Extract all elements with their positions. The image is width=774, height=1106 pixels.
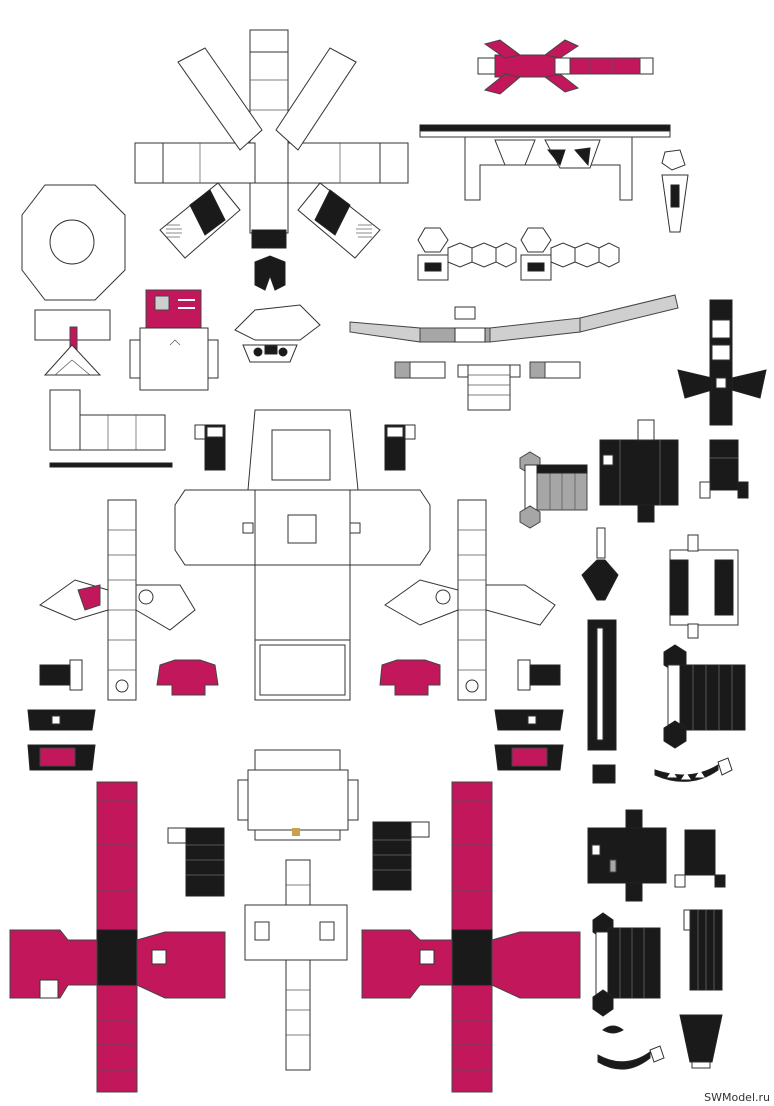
black-bolt-right <box>517 659 561 691</box>
step-strip-piece <box>49 389 173 468</box>
black-tall-block-2 <box>674 829 726 888</box>
black-magenta-panel-left <box>27 744 96 771</box>
magenta-stand-piece <box>34 309 111 376</box>
lower-box-piece <box>237 749 359 841</box>
black-spool-piece-2 <box>592 912 661 1017</box>
black-funnel-piece <box>679 1014 723 1069</box>
grey-long-bar <box>349 294 679 343</box>
black-small-block-right <box>384 424 416 471</box>
tall-black-column <box>587 619 617 784</box>
mouth-grill-piece <box>234 304 321 363</box>
black-magenta-panel-right <box>494 744 564 771</box>
black-box-piece-2 <box>587 809 667 902</box>
small-plug-right <box>529 361 581 379</box>
grey-ribbed-roller <box>519 451 588 529</box>
white-leg-cross <box>244 859 348 1071</box>
magenta-shirt-piece-right <box>379 659 441 696</box>
black-barrel-piece <box>663 644 746 749</box>
black-cross-piece <box>677 299 767 426</box>
magenta-leg-cross-left <box>9 781 226 1093</box>
teeth-strip-piece-2 <box>597 1045 665 1070</box>
teeth-strip-piece-1 <box>654 757 733 782</box>
octagon-piece <box>21 184 126 301</box>
black-step-block-left <box>167 827 225 897</box>
hex-chain-left <box>417 227 517 281</box>
left-arm-piece <box>38 499 196 701</box>
small-black-bracket <box>254 255 286 291</box>
black-ribbed-plate <box>683 909 723 991</box>
right-arm-piece <box>384 499 556 701</box>
watermark-text: SWModel.ru <box>704 1091 770 1104</box>
vent-lines-left <box>166 224 182 238</box>
magenta-shirt-piece-left <box>156 659 219 696</box>
small-black-tooth <box>602 1025 624 1034</box>
small-cone-piece <box>661 149 689 233</box>
box-with-magenta-top <box>129 289 219 391</box>
vent-lines-right <box>356 224 372 238</box>
magenta-leg-cross-right <box>361 781 581 1093</box>
hub-star-piece <box>134 29 409 259</box>
magenta-bar-piece <box>477 39 654 95</box>
black-spike-piece <box>581 527 619 601</box>
black-spool-piece-1 <box>669 534 739 639</box>
black-tall-block-1 <box>699 439 749 499</box>
black-panel-right <box>494 709 564 731</box>
black-bolt-left <box>39 659 83 691</box>
black-box-piece-1 <box>599 419 679 523</box>
ribbed-cylinder-piece <box>457 364 521 411</box>
body-cross-piece <box>174 409 431 701</box>
wide-plate-piece <box>419 124 671 201</box>
hex-chain-right <box>520 227 620 281</box>
black-small-block-left <box>194 424 226 471</box>
small-plug-left <box>394 361 446 379</box>
black-panel-left <box>27 709 96 731</box>
black-step-block-right <box>372 821 430 891</box>
